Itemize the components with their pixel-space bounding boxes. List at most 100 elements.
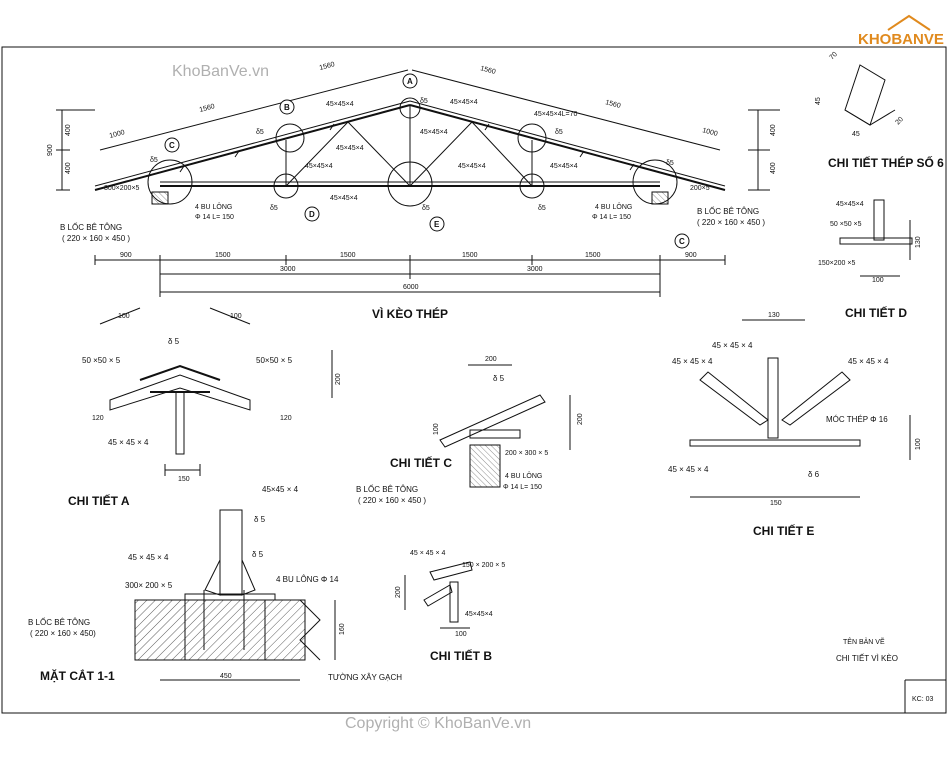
dim-h-total: 900 [47, 144, 54, 156]
detail-c-labels: 200 100 200 δ 5 200 × 300 × 5 4 BU LÔNG … [356, 356, 584, 505]
dim-top-r2: 1560 [604, 99, 621, 110]
d-base: 150×200 ×5 [818, 260, 855, 267]
e-left: 45 × 45 × 4 [672, 357, 713, 366]
tb-heading: TÊN BẢN VẼ [843, 637, 885, 646]
a-dim-120b: 120 [280, 415, 292, 422]
b-plate: 150 × 200 × 5 [462, 562, 505, 569]
detail-e-drawing [689, 319, 911, 498]
s11-angle: 45×45 × 4 [262, 485, 299, 494]
a-bottom: 45 × 45 × 4 [108, 438, 149, 447]
label-plate-d: δ5 [270, 205, 278, 212]
marker-c-left: C [169, 141, 175, 150]
brand-logo: KHOBANVE [858, 14, 944, 48]
label-bolt-spec-l: Φ 14 L= 150 [195, 214, 234, 221]
e-plate: δ 6 [808, 470, 820, 479]
s11-plate: δ 5 [254, 515, 266, 524]
label-plate-c2: δ5 [666, 160, 674, 167]
s6-dim-45: 45 [815, 97, 822, 105]
e-hook: MÓC THÉP Φ 16 [826, 415, 888, 424]
label-m4b: 45×45×4 [458, 163, 486, 170]
s11-angle2: 45 × 45 × 4 [128, 553, 169, 562]
b-dim-200: 200 [395, 586, 402, 598]
watermark-bottom: Copyright © KhoBanVe.vn [345, 715, 531, 732]
title-detail-e: CHI TIẾT E [753, 523, 814, 538]
dim-b-2: 1500 [215, 252, 231, 259]
e-dim-150: 150 [770, 500, 782, 507]
e-dim-130: 130 [768, 312, 780, 319]
label-block-size-r: ( 220 × 160 × 450 ) [697, 218, 765, 227]
s6-dim-20: 20 [894, 116, 905, 127]
truss-marker-labels: A B C C D E [169, 77, 685, 246]
dim-top-l1: 1560 [199, 103, 216, 114]
dim-top-l3: 1000 [109, 129, 126, 140]
detail-a-drawing [99, 307, 333, 476]
label-bolt-spec-r: Φ 14 L= 150 [592, 214, 631, 221]
detail-b-drawing [404, 561, 473, 629]
section-1-1-labels: 45×45 × 4 δ 5 45 × 45 × 4 δ 5 300× 200 ×… [28, 485, 402, 682]
e-dim-100: 100 [915, 438, 922, 450]
label-plate-b: δ5 [256, 129, 264, 136]
title-section-1-1: MẶT CẮT 1-1 [40, 668, 115, 683]
s6-dim-70: 70 [828, 51, 839, 62]
label-m3: 45×45×4 [336, 145, 364, 152]
label-m2: 45×45×4 [450, 99, 478, 106]
c-dim-200: 200 [485, 356, 497, 363]
s11-block-size: ( 220 × 160 × 450) [30, 629, 96, 638]
label-m4c: 45×45×4 [550, 163, 578, 170]
c-bolt: 4 BU LÔNG [505, 471, 542, 480]
title-block: TÊN BẢN VẼ CHI TIẾT VÌ KÈO KC: 03 [836, 637, 946, 713]
label-plate-d2: δ5 [538, 205, 546, 212]
a-dim-100b: 100 [230, 313, 242, 320]
a-dim-150: 150 [178, 476, 190, 483]
detail-d-drawing [839, 199, 913, 277]
title-detail-d: CHI TIẾT D [845, 305, 907, 320]
d-plate: 50 ×50 ×5 [830, 221, 862, 228]
dim-b-6: 900 [685, 252, 697, 259]
b-dim-100: 100 [455, 631, 467, 638]
a-dim-200: 200 [335, 373, 342, 385]
a-angle-left: 50 ×50 × 5 [82, 356, 121, 365]
marker-d: D [309, 210, 315, 219]
a-angle-right: 50×50 × 5 [256, 356, 293, 365]
label-block-l: B LỐC BÊ TÔNG [60, 222, 122, 232]
title-steel-6: CHI TIẾT THÉP SỐ 6 [828, 155, 944, 170]
detail-c-drawing [439, 364, 571, 488]
steel-6-drawing [844, 64, 896, 126]
label-m6: 45×45×4L=70 [534, 111, 578, 118]
e-top: 45 × 45 × 4 [712, 341, 753, 350]
d-dim-100: 100 [872, 277, 884, 284]
dim-h-l1: 400 [65, 124, 72, 136]
dim-b-4: 1500 [462, 252, 478, 259]
tb-code: KC: 03 [912, 696, 934, 703]
d-dim-130: 130 [915, 236, 922, 248]
s6-dim-45b: 45 [852, 131, 860, 138]
title-truss: VÌ KÈO THÉP [372, 306, 448, 321]
sheet-border [1, 46, 947, 714]
s11-base: 300× 200 × 5 [125, 581, 173, 590]
d-top: 45×45×4 [836, 201, 864, 208]
title-detail-c: CHI TIẾT C [390, 455, 452, 470]
detail-d-labels: 45×45×4 50 ×50 ×5 150×200 ×5 130 100 [818, 201, 922, 284]
title-detail-b: CHI TIẾT B [430, 648, 492, 663]
section-1-1-drawing [134, 509, 336, 681]
label-plate-200: 200×5 [690, 185, 710, 192]
logo-text: KHOBANVE [858, 31, 944, 48]
label-m4: 45×45×4 [305, 163, 333, 170]
b-bottom: 45×45×4 [465, 611, 493, 618]
dim-top-l2: 1560 [319, 61, 336, 72]
dim-total-span: 6000 [403, 284, 419, 291]
label-plate-c: δ5 [150, 157, 158, 164]
e-bottom: 45 × 45 × 4 [668, 465, 709, 474]
dim-h-l2: 400 [65, 162, 72, 174]
title-detail-a: CHI TIẾT A [68, 493, 130, 508]
s11-dim-160: 160 [339, 623, 346, 635]
dim-span-r: 3000 [527, 266, 543, 273]
dim-top-r3: 1000 [701, 127, 718, 138]
label-block-r: B LỐC BÊ TÔNG [697, 206, 759, 216]
truss-markers [164, 73, 690, 249]
truss-dimensions: 1560 1560 1560 1560 1000 1000 400 400 40… [47, 61, 777, 291]
steel-6-labels: 70 45 45 20 [815, 51, 905, 138]
c-dim-200v: 200 [577, 413, 584, 425]
label-m1: 45×45×4 [326, 101, 354, 108]
